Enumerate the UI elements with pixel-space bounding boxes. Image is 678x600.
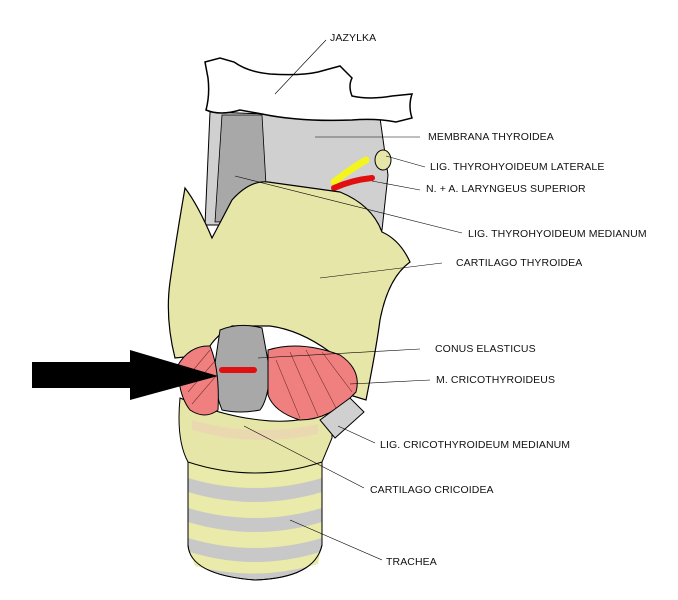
label-lig-thyrohyoideum-medianum: LIG. THYROHYOIDEUM MEDIANUM	[468, 228, 647, 240]
label-lig-cricothyroideum-medianum: LIG. CRICOTHYROIDEUM MEDIANUM	[380, 439, 571, 451]
label-m-cricothyroideus: M. CRICOTHYROIDEUS	[436, 374, 556, 386]
label-trachea: TRACHEA	[386, 556, 437, 568]
cricothyroid-muscle-right	[267, 345, 358, 421]
label-cartilago-cricoidea: CARTILAGO CRICOIDEA	[370, 484, 494, 496]
label-membrana-thyroidea: MEMBRANA THYROIDEA	[428, 131, 554, 143]
leader-cricothyroid-lig	[337, 425, 376, 444]
trachea-ring-1	[188, 462, 322, 488]
superior-laryngeal-artery	[331, 175, 375, 191]
label-n-a-laryngeus-superior: N. + A. LARYNGEUS SUPERIOR	[426, 183, 586, 195]
trachea-ring-4	[190, 552, 320, 574]
label-lig-thyrohyoideum-laterale: LIG. THYROHYOIDEUM LATERALE	[430, 161, 605, 173]
leader-lines	[234, 39, 463, 561]
leader-muscle	[349, 379, 431, 385]
leader-lig-medianum	[234, 175, 463, 234]
lateral-ligament-nodule	[374, 149, 392, 171]
label-conus-elasticus: CONUS ELASTICUS	[435, 343, 536, 355]
superior-laryngeal-nerve	[330, 156, 370, 186]
leader-conus	[257, 348, 421, 359]
label-jazylka: JAZYLKA	[330, 32, 377, 44]
trachea-ring-2	[188, 492, 322, 518]
trachea-ring-3	[188, 522, 322, 548]
leader-thyroidea	[319, 262, 443, 279]
label-cartilago-thyroidea: CARTILAGO THYROIDEA	[456, 257, 583, 269]
cricothyroid-ligament-tab	[319, 397, 365, 439]
leader-trachea	[289, 519, 383, 561]
trachea-outline	[187, 455, 323, 581]
cricoid-arch-band	[192, 420, 318, 441]
hyoid-bone	[204, 57, 414, 123]
leader-lig-laterale	[385, 155, 426, 168]
leader-cricoid	[243, 425, 365, 489]
leader-nerve	[371, 180, 421, 191]
thyroid-cartilage	[167, 181, 411, 401]
pointer-arrow	[32, 350, 218, 400]
trachea	[187, 454, 323, 581]
leader-jazylka	[274, 39, 327, 95]
